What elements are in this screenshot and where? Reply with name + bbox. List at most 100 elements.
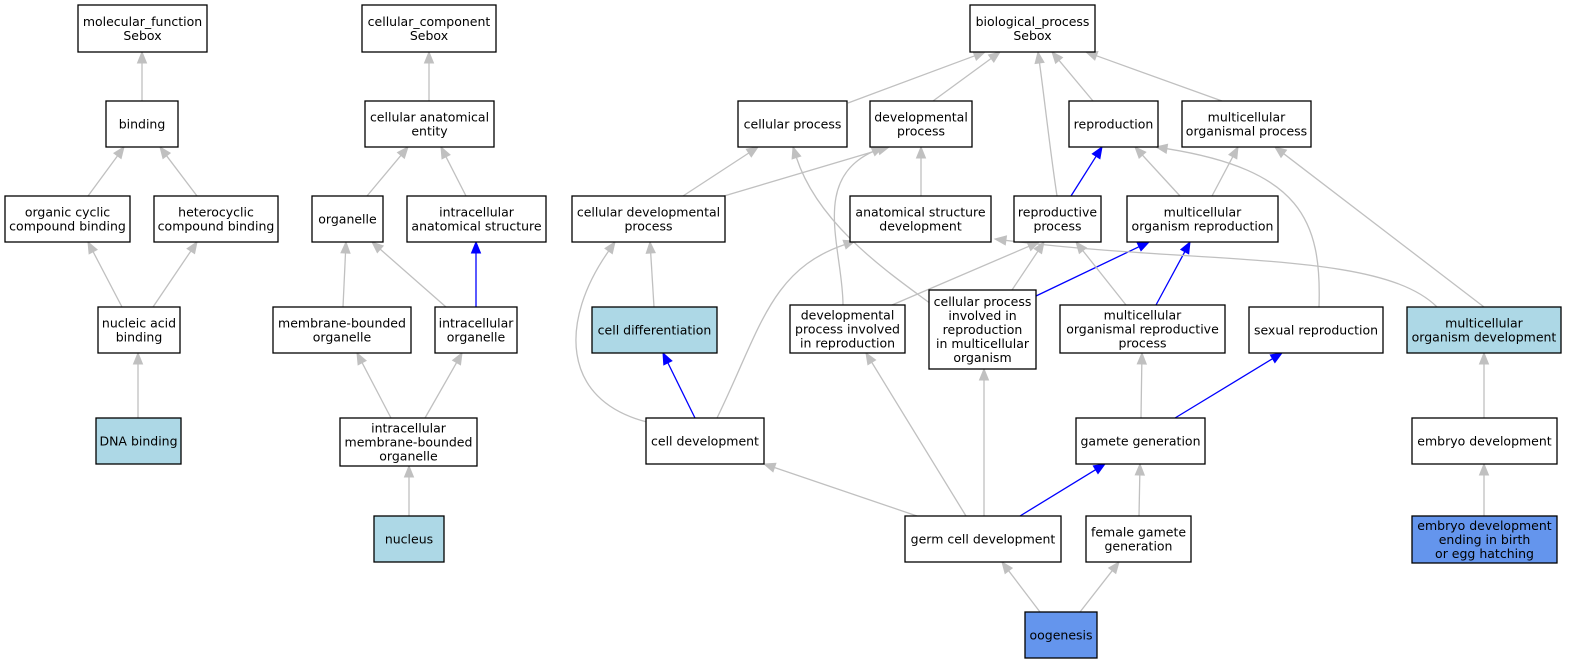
node-multicellular-organismal-process-label: organismal process bbox=[1186, 124, 1307, 139]
node-organelle-label: organelle bbox=[318, 212, 377, 227]
edge-line bbox=[891, 245, 1030, 306]
node-gamete-generation[interactable]: gamete generation bbox=[1075, 417, 1206, 465]
node-oogenesis-label: oogenesis bbox=[1029, 628, 1092, 643]
edge-arrowhead bbox=[1228, 145, 1239, 160]
node-molecular-function-box bbox=[77, 4, 208, 53]
node-nucleic-acid-binding-label: nucleic acid bbox=[102, 316, 176, 331]
node-organelle[interactable]: organelle bbox=[311, 195, 384, 243]
node-embryo-development-ending-in-birth-or-egg-hatching-label: embryo development bbox=[1417, 518, 1552, 533]
edge-organelle-to-cellular-anatomical-entity bbox=[366, 145, 409, 197]
edge-arrowhead bbox=[1134, 462, 1146, 476]
edge-sexual-reproduction-to-reproduction bbox=[1154, 143, 1320, 308]
edge-arrowhead bbox=[403, 464, 415, 478]
edge-arrowhead bbox=[865, 351, 877, 366]
edge-line bbox=[667, 362, 696, 419]
node-germ-cell-development[interactable]: germ cell development bbox=[904, 515, 1062, 563]
node-binding-box bbox=[105, 100, 179, 148]
edge-embryo-development-ending-in-birth-or-egg-hatching-to-embryo-development bbox=[1478, 462, 1490, 516]
edge-arrowhead bbox=[371, 241, 385, 254]
edge-arrowhead bbox=[972, 51, 987, 61]
node-developmental-process-involved-in-reproduction-box bbox=[789, 304, 906, 354]
node-nucleus[interactable]: nucleus bbox=[373, 515, 445, 563]
edge-arrowhead bbox=[87, 240, 98, 255]
node-binding[interactable]: binding bbox=[105, 100, 179, 148]
edge-reproductive-process-to-reproduction bbox=[1070, 145, 1103, 197]
edge-line bbox=[87, 155, 119, 197]
edge-line bbox=[1005, 239, 1438, 308]
node-intracellular-membrane-bounded-organelle-label: intracellular bbox=[371, 421, 447, 436]
node-cell-differentiation-label: cell differentiation bbox=[598, 323, 712, 338]
node-organelle-box bbox=[311, 195, 384, 243]
node-embryo-development-box bbox=[1411, 417, 1558, 465]
edge-line bbox=[1038, 62, 1058, 197]
node-cellular-process[interactable]: cellular process bbox=[737, 100, 848, 148]
edge-arrowhead bbox=[132, 351, 144, 365]
edge-line bbox=[1141, 154, 1181, 197]
edge-line bbox=[1011, 250, 1039, 291]
node-gamete-generation-box bbox=[1075, 417, 1206, 465]
node-cell-differentiation-box bbox=[591, 306, 718, 354]
edge-cell-differentiation-to-cellular-developmental-process bbox=[645, 240, 656, 308]
node-organic-cyclic-compound-binding-box bbox=[4, 195, 131, 243]
node-intracellular-anatomical-structure-box bbox=[406, 195, 547, 243]
node-oogenesis[interactable]: oogenesis bbox=[1024, 611, 1098, 659]
edge-line bbox=[342, 252, 347, 308]
node-oogenesis-box bbox=[1024, 611, 1098, 659]
node-cellular-process-involved-in-reproduction-in-multicellular-organism-label: involved in bbox=[948, 308, 1016, 323]
node-multicellular-organism-reproduction-label: organism reproduction bbox=[1132, 219, 1274, 234]
edge-oogenesis-to-female-gamete-generation bbox=[1079, 560, 1120, 613]
node-embryo-development[interactable]: embryo development bbox=[1411, 417, 1558, 465]
edge-cell-development-to-cellular-developmental-process bbox=[575, 240, 648, 423]
edge-arrowhead bbox=[1051, 50, 1064, 65]
edge-line bbox=[833, 150, 874, 306]
edge-intracellular-organelle-to-intracellular-anatomical-structure bbox=[470, 240, 482, 307]
node-heterocyclic-compound-binding-box bbox=[153, 195, 279, 243]
node-biological-process-label: Sebox bbox=[1013, 28, 1051, 43]
node-membrane-bounded-organelle-label: organelle bbox=[313, 330, 372, 345]
node-intracellular-organelle-label: organelle bbox=[447, 330, 506, 345]
edge-intracellular-anatomical-structure-to-cellular-anatomical-entity bbox=[440, 145, 467, 197]
edge-line bbox=[723, 149, 879, 197]
edge-line bbox=[716, 243, 845, 419]
node-cell-development[interactable]: cell development bbox=[645, 417, 765, 465]
node-reproduction[interactable]: reproduction bbox=[1068, 100, 1159, 148]
node-cellular-component-label: cellular_component bbox=[368, 14, 491, 29]
node-dna-binding[interactable]: DNA binding bbox=[95, 417, 182, 465]
node-cell-differentiation[interactable]: cell differentiation bbox=[591, 306, 718, 354]
node-sexual-reproduction[interactable]: sexual reproduction bbox=[1248, 306, 1384, 354]
node-cellular-process-box bbox=[737, 100, 848, 148]
node-cellular-process-involved-in-reproduction-in-multicellular-organism-label: organism bbox=[953, 350, 1011, 365]
edge-arrowhead bbox=[1084, 50, 1099, 61]
edge-arrowhead bbox=[470, 240, 482, 254]
edge-cell-development-to-cell-differentiation bbox=[662, 351, 696, 419]
node-biological-process-box bbox=[969, 4, 1096, 53]
node-intracellular-membrane-bounded-organelle-box bbox=[339, 417, 478, 467]
edge-arrowhead bbox=[915, 145, 927, 159]
edge-binding-to-molecular-function bbox=[136, 50, 148, 101]
edge-line bbox=[1079, 570, 1113, 613]
node-cellular-developmental-process-label: process bbox=[624, 219, 672, 234]
